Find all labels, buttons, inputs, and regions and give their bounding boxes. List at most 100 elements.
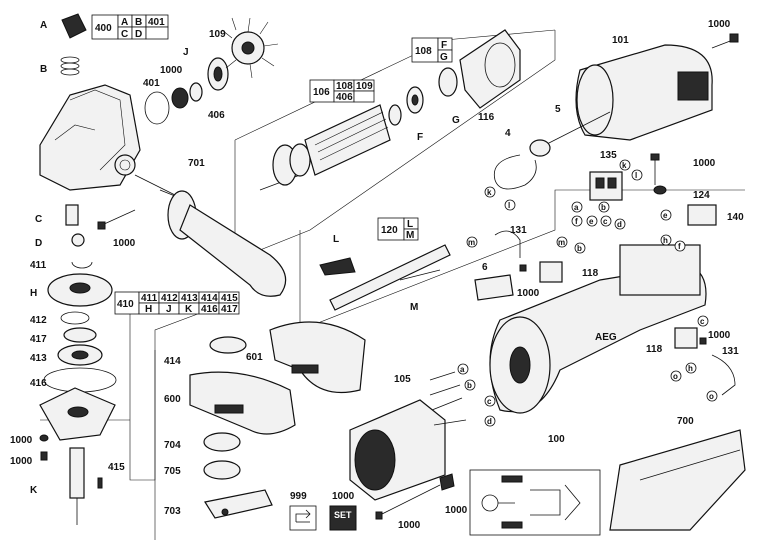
wire-markers: a b c d k l k l a f e c b d e h f m m b …: [457, 159, 718, 427]
box-106-cell: 109: [356, 81, 373, 92]
label-1000-bolt-small: 1000: [10, 456, 33, 467]
box-120: 120 L M: [377, 217, 419, 241]
box-400-cell: B: [135, 17, 142, 28]
armature: [259, 104, 402, 191]
ring-417: [63, 327, 97, 343]
wire-b: b: [467, 381, 472, 390]
label-K: K: [30, 485, 38, 496]
label-401: 401: [143, 78, 160, 89]
switch-e: e: [589, 217, 594, 226]
label-1000-washer: 1000: [10, 435, 33, 446]
label-118-b: 118: [646, 344, 663, 355]
label-1000-set: 1000: [332, 491, 355, 502]
label-B: B: [40, 64, 47, 75]
label-412: 412: [30, 315, 47, 326]
label-140: 140: [727, 212, 744, 223]
motor-housing: [575, 44, 713, 141]
label-118-a: 118: [582, 268, 599, 279]
label-1000-pinion: 1000: [160, 65, 183, 76]
label-105: 105: [394, 374, 411, 385]
label-1000-top: 1000: [708, 19, 731, 30]
label-413: 413: [30, 353, 47, 364]
spanner-703: [204, 489, 273, 519]
part-C: [65, 204, 79, 226]
label-1000-118b: 1000: [708, 330, 731, 341]
box-400-cell: C: [121, 29, 128, 40]
box-400-cell: A: [121, 17, 128, 28]
label-1000-long-screw: 1000: [398, 520, 421, 531]
label-J: J: [183, 47, 189, 58]
baffle-116: [459, 29, 521, 109]
carry-case-700: [609, 429, 746, 531]
box-400: 400 A B 401 C D: [91, 14, 169, 40]
label-416: 416: [30, 378, 47, 389]
o-ring-401: [144, 91, 170, 125]
pinion-J: [171, 82, 203, 109]
switch-135: [589, 171, 623, 201]
label-6: [474, 274, 514, 301]
slider-e: e: [663, 211, 668, 220]
box-410-cell: H: [145, 304, 152, 315]
small-screws: [519, 264, 707, 345]
label-109: 109: [209, 29, 226, 40]
box-410-cell: 415: [221, 293, 238, 304]
module-c: c: [700, 317, 705, 326]
bearing-F: [406, 86, 424, 114]
wire-c: c: [487, 397, 492, 406]
label-406: 406: [208, 110, 225, 121]
gear-H: [47, 273, 113, 307]
box-410-cell: K: [185, 304, 193, 315]
slider-f: f: [678, 242, 681, 251]
part-labels: A B 109 J 1000 401 406 1000 101 5 4 116 …: [10, 19, 744, 531]
label-600: 600: [164, 394, 181, 405]
key-415: [97, 477, 103, 489]
box-410-cell: J: [166, 304, 172, 315]
screw-1000-k: [650, 153, 660, 185]
side-handle: [159, 189, 287, 297]
gear-case-100: [489, 244, 707, 414]
lever-120: [319, 244, 451, 311]
label-1000-118: 1000: [517, 288, 540, 299]
label-H: H: [30, 288, 37, 299]
bearing-406: [207, 57, 229, 91]
label-417: 417: [30, 334, 47, 345]
box-120-cell: M: [406, 230, 414, 241]
field-coils: [349, 371, 467, 501]
flange-housing: [39, 387, 116, 441]
nut-705: [203, 460, 241, 480]
flange-704: [203, 432, 241, 452]
lock-button: [61, 13, 87, 39]
set-icon-text: SET: [334, 510, 352, 520]
label-100: 100: [548, 434, 565, 445]
box-106-cell: 406: [336, 92, 353, 103]
label-116: 116: [478, 112, 495, 123]
box-106-main: 106: [313, 87, 330, 98]
clip-1000: [439, 473, 455, 491]
label-5: 5: [555, 104, 561, 115]
cord-l: l: [508, 201, 510, 210]
gear-head-housing: [39, 84, 176, 196]
ring-416: [43, 367, 117, 393]
switch-140: [687, 204, 717, 226]
label-A: A: [40, 20, 47, 31]
label-1000-screw: 1000: [113, 238, 136, 249]
switch-f: f: [575, 217, 578, 226]
fan-109: [221, 17, 279, 79]
label-D: D: [35, 238, 42, 249]
part-D: [71, 233, 85, 247]
switch-c: c: [603, 217, 608, 226]
module-m: m: [468, 238, 475, 247]
brand-logo: AEG: [595, 332, 617, 343]
label-G: G: [452, 115, 460, 126]
wire-a: a: [460, 365, 465, 374]
circlip-411: [71, 261, 93, 269]
module-o2: o: [709, 392, 714, 401]
box-410-cell: 417: [221, 304, 238, 315]
bearing-413: [57, 344, 103, 366]
ring-G: [438, 67, 458, 97]
brush-lead: [493, 111, 611, 190]
module-o: o: [673, 372, 678, 381]
label-F: F: [417, 132, 423, 143]
